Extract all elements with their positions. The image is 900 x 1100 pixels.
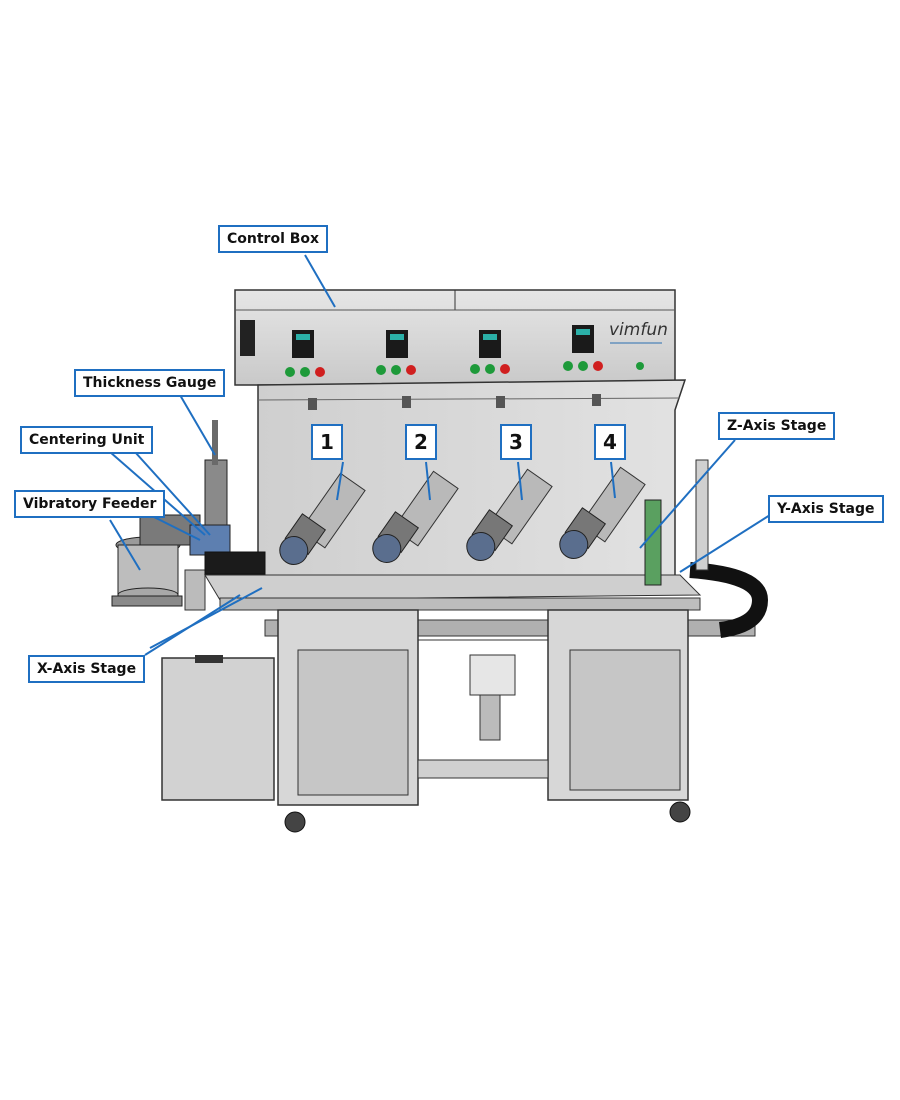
control-display-4 — [572, 325, 594, 353]
centering-unit-part — [189, 524, 231, 556]
y-axis-stage-part — [689, 459, 769, 638]
leader-lines — [109, 254, 771, 656]
station-number-4: 4 — [594, 424, 626, 460]
control-display-1 — [292, 330, 314, 358]
callout-control-box: Control Box — [218, 225, 329, 253]
brand-logo: vimfun — [609, 320, 668, 340]
callout-z-axis-stage: Z-Axis Stage — [718, 412, 836, 440]
callout-vibratory-feeder: Vibratory Feeder — [14, 490, 166, 518]
casters — [284, 801, 691, 833]
z-axis-stage-part — [644, 499, 662, 586]
base-frame — [277, 609, 689, 806]
indicator-lights — [285, 361, 644, 377]
electrical-cabinet — [161, 655, 275, 801]
callout-x-axis-stage: X-Axis Stage — [28, 655, 146, 683]
thickness-gauge-part — [204, 420, 228, 531]
station-number-1: 1 — [311, 424, 343, 460]
control-display-3 — [479, 330, 501, 358]
station-assemblies — [279, 466, 646, 565]
callout-y-axis-stage: Y-Axis Stage — [768, 495, 884, 523]
station-number-3: 3 — [500, 424, 532, 460]
callout-thickness-gauge: Thickness Gauge — [74, 369, 226, 397]
control-box — [234, 289, 676, 386]
callout-centering-unit: Centering Unit — [20, 426, 154, 454]
station-number-2: 2 — [405, 424, 437, 460]
control-display-2 — [386, 330, 408, 358]
